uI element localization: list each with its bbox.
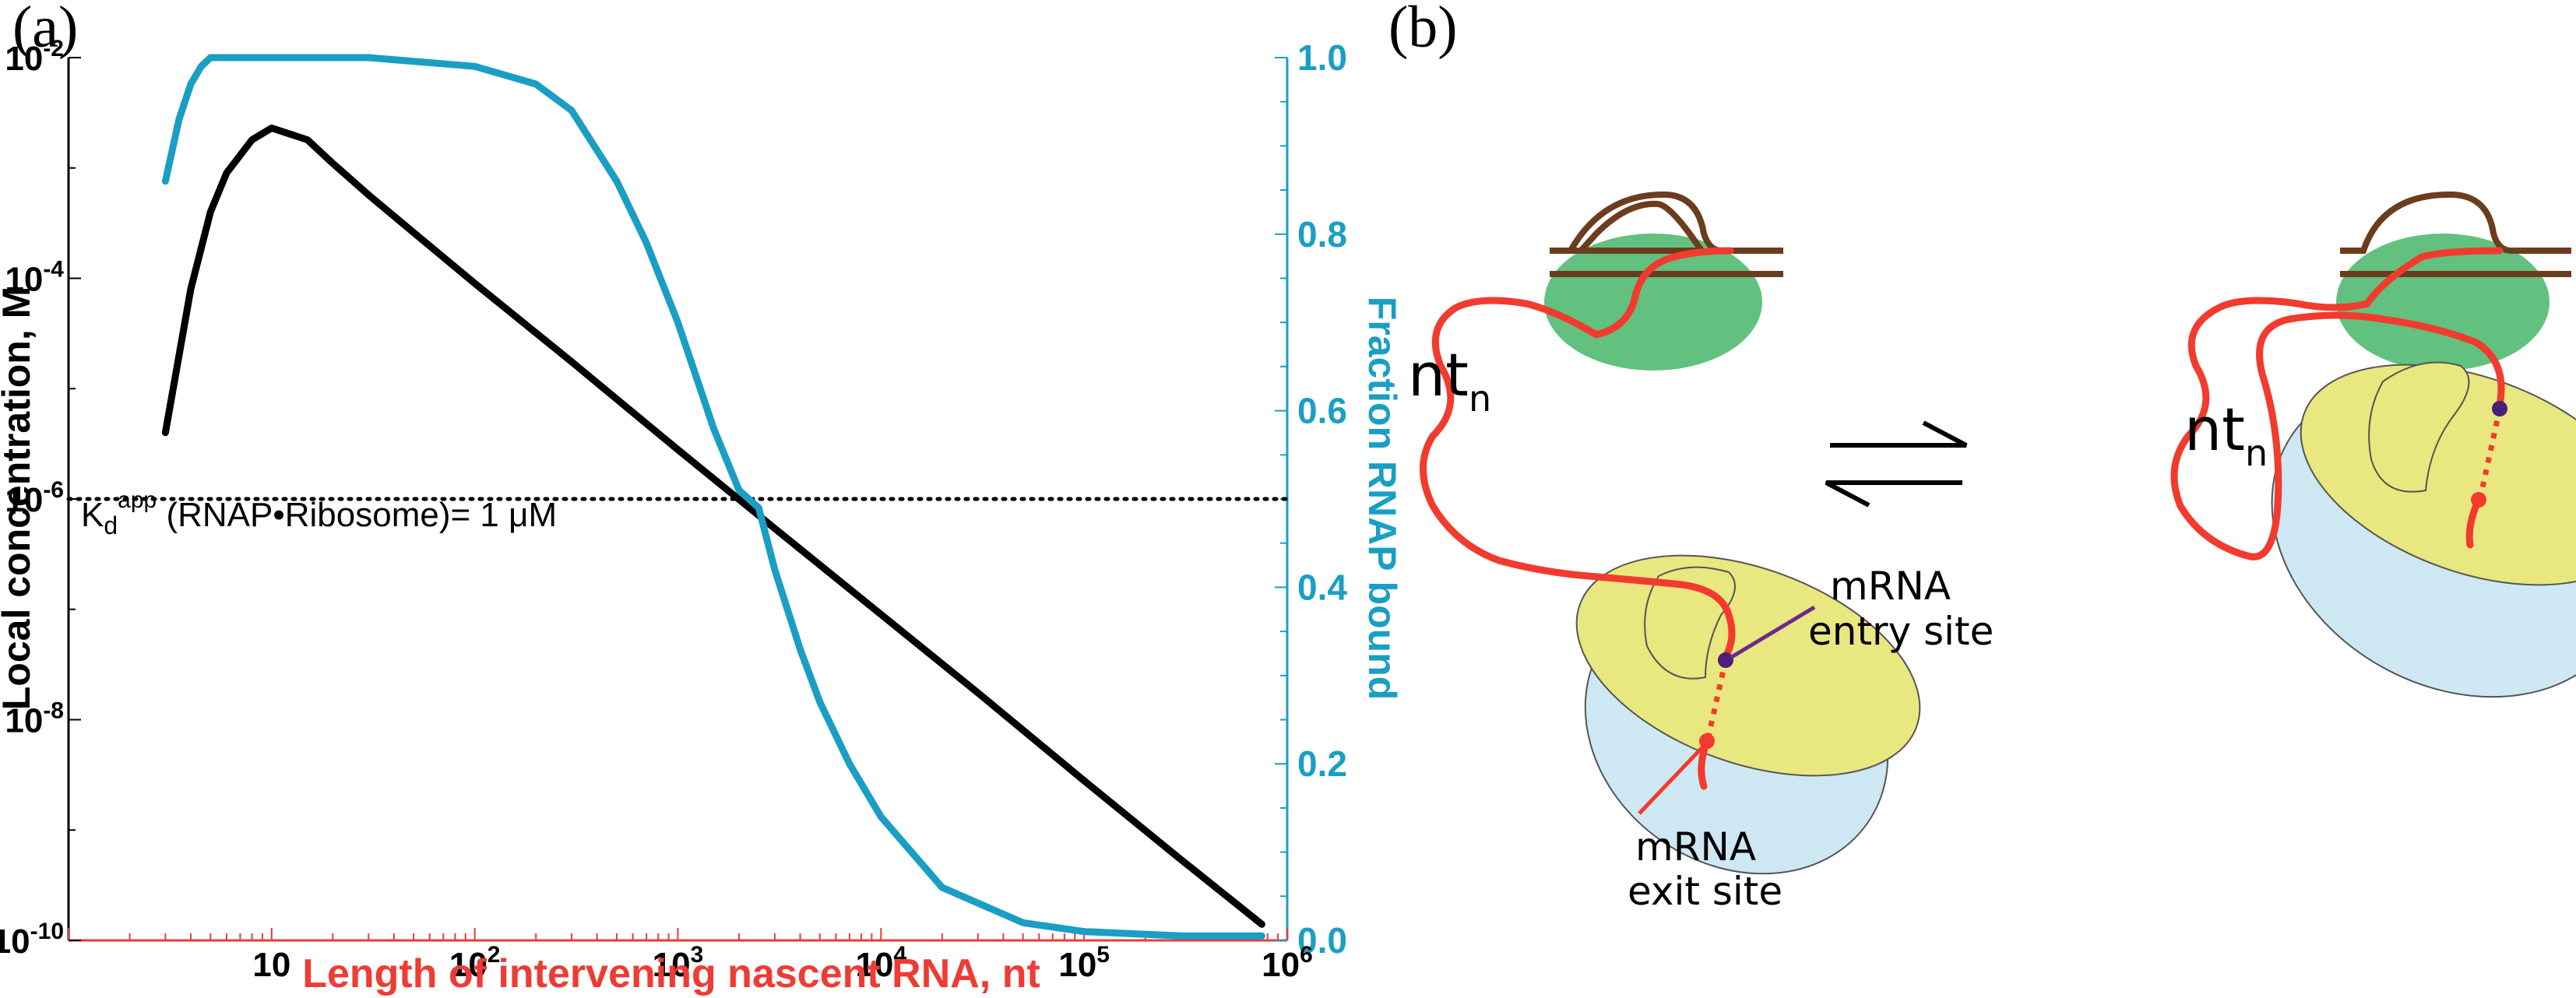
x-tick-label: 104 xyxy=(856,942,907,984)
x-tick-labels: 10 102 103 104 105 106 xyxy=(252,942,1312,984)
ribosome-lobe-right xyxy=(2368,361,2470,493)
exit-site-label-2: exit site xyxy=(1628,869,1782,914)
equilibrium-arrows xyxy=(1825,420,1968,508)
left-tick-labels: 10-2 10-4 10-6 10-8 10-10 xyxy=(0,36,64,961)
left-tick-label: 10-10 xyxy=(0,919,64,961)
exit-site-label-1: mRNA xyxy=(1635,824,1756,870)
x-tick-label: 106 xyxy=(1262,942,1313,984)
reverse-arrow xyxy=(1825,480,1962,508)
local-concentration-line xyxy=(161,125,1265,928)
left-tick-label: 10-6 xyxy=(5,477,64,519)
forward-arrow xyxy=(1830,420,1968,448)
exit-site-pointer xyxy=(1638,744,1705,815)
entry-site-pointer xyxy=(1729,605,1816,660)
right-tick-label: 0.2 xyxy=(1297,743,1347,784)
right-tick-label: 0.8 xyxy=(1297,214,1347,255)
left-tick-label: 10-2 xyxy=(5,36,64,78)
x-tick-label: 102 xyxy=(449,942,501,984)
dna-left xyxy=(1573,200,1708,254)
nascent-rna-right-loop xyxy=(1765,296,1791,343)
kd-reference-label: Kdapp (RNAP•Ribosome)= 1 μM xyxy=(81,487,557,539)
x-tick-label: 103 xyxy=(653,942,704,984)
mrna-exit-marker-right xyxy=(2471,492,2486,508)
right-tick-label: 0.4 xyxy=(1297,567,1347,607)
right-tick-label: 0.6 xyxy=(1297,391,1347,431)
nt-n-label-right: ntn xyxy=(2184,395,2268,474)
rnap-right xyxy=(2336,234,2550,371)
left-tick-label: 10-8 xyxy=(5,698,64,740)
nascent-rna-right xyxy=(2170,247,2505,560)
panel-b: (b) mRNA entry site mRNA exit site ntn xyxy=(1388,0,2576,914)
right-tick-label: 0.0 xyxy=(1297,920,1347,961)
mrna-channel-left xyxy=(1705,659,1729,740)
mrna-entry-marker-right xyxy=(2492,401,2507,416)
x-axis-title: Length of intervening nascent RNA, nt xyxy=(302,951,1040,996)
panel-b-label: (b) xyxy=(1388,0,1458,60)
nt-n-label-left: ntn xyxy=(1408,340,1491,420)
right-axis-title: Fraction RNAP bound xyxy=(1360,297,1404,701)
mrna-entry-marker-left xyxy=(1718,652,1733,668)
x-tick-label: 10 xyxy=(252,946,290,984)
panel-a-label: (a) xyxy=(12,0,78,60)
left-tick-label: 10-4 xyxy=(5,257,64,299)
right-tick-labels: 0.0 0.2 0.4 0.6 0.8 1.0 xyxy=(1297,37,1347,961)
fraction-bound-line xyxy=(161,54,1265,940)
right-tick-label: 1.0 xyxy=(1297,37,1347,78)
left-axis-title: Local concentration, M xyxy=(0,286,38,711)
dna-top-strand-left xyxy=(1568,191,1783,254)
panel-a: (a) 10-210-410-610-810-10 0.00.20.40.60.… xyxy=(0,0,1404,996)
entry-site-label-1: mRNA xyxy=(1830,564,1951,609)
mrna-channel-right xyxy=(2477,408,2503,499)
entry-site-label-2: entry site xyxy=(1808,609,1994,654)
mrna-exit-marker-left xyxy=(1699,733,1715,749)
right-complex: ntn xyxy=(1765,191,2576,698)
left-complex: mRNA entry site mRNA exit site ntn xyxy=(1408,191,1994,914)
dna-top-strand-right xyxy=(2340,191,2571,254)
nascent-rna-left xyxy=(1420,247,1736,662)
x-tick-label: 105 xyxy=(1058,942,1110,984)
